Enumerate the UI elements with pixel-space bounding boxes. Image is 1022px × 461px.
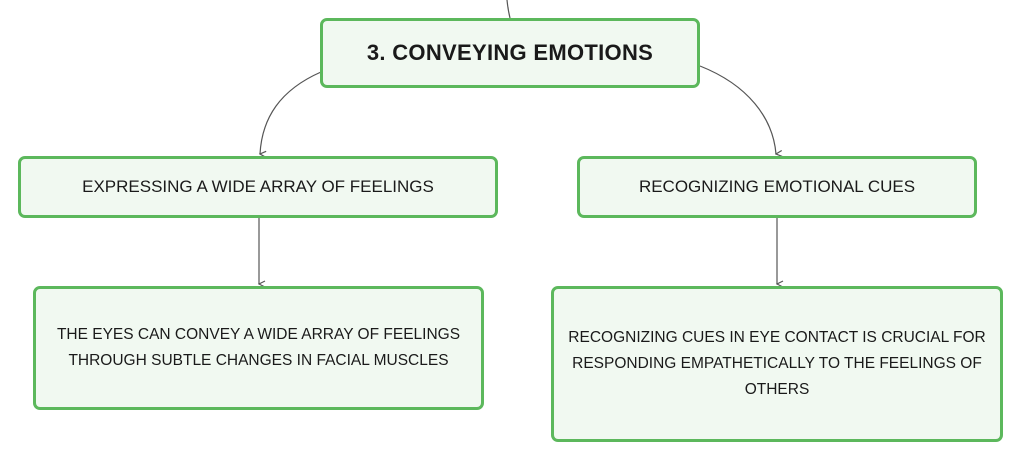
leaf-node-expressing-feelings-detail[interactable]: THE EYES CAN CONVEY A WIDE ARRAY OF FEEL… xyxy=(33,286,484,410)
branch-node-label: EXPRESSING A WIDE ARRAY OF FEELINGS xyxy=(82,177,434,196)
connector-root-to-right-branch xyxy=(699,65,776,154)
root-node[interactable]: 3. CONVEYING EMOTIONS xyxy=(320,18,700,88)
branch-node-recognizing-cues[interactable]: RECOGNIZING EMOTIONAL CUES xyxy=(577,156,977,218)
leaf-node-recognizing-cues-detail[interactable]: RECOGNIZING CUES IN EYE CONTACT IS CRUCI… xyxy=(551,286,1003,442)
connector-incoming xyxy=(506,0,511,19)
branch-node-expressing-feelings[interactable]: EXPRESSING A WIDE ARRAY OF FEELINGS xyxy=(18,156,498,218)
root-node-label: 3. CONVEYING EMOTIONS xyxy=(366,40,654,65)
branch-node-label: RECOGNIZING EMOTIONAL CUES xyxy=(638,177,916,196)
leaf-node-text: THE EYES CAN CONVEY A WIDE ARRAY OF FEEL… xyxy=(56,326,461,369)
connector-root-to-left-branch xyxy=(260,71,322,154)
leaf-node-text: RECOGNIZING CUES IN EYE CONTACT IS CRUCI… xyxy=(568,329,986,398)
